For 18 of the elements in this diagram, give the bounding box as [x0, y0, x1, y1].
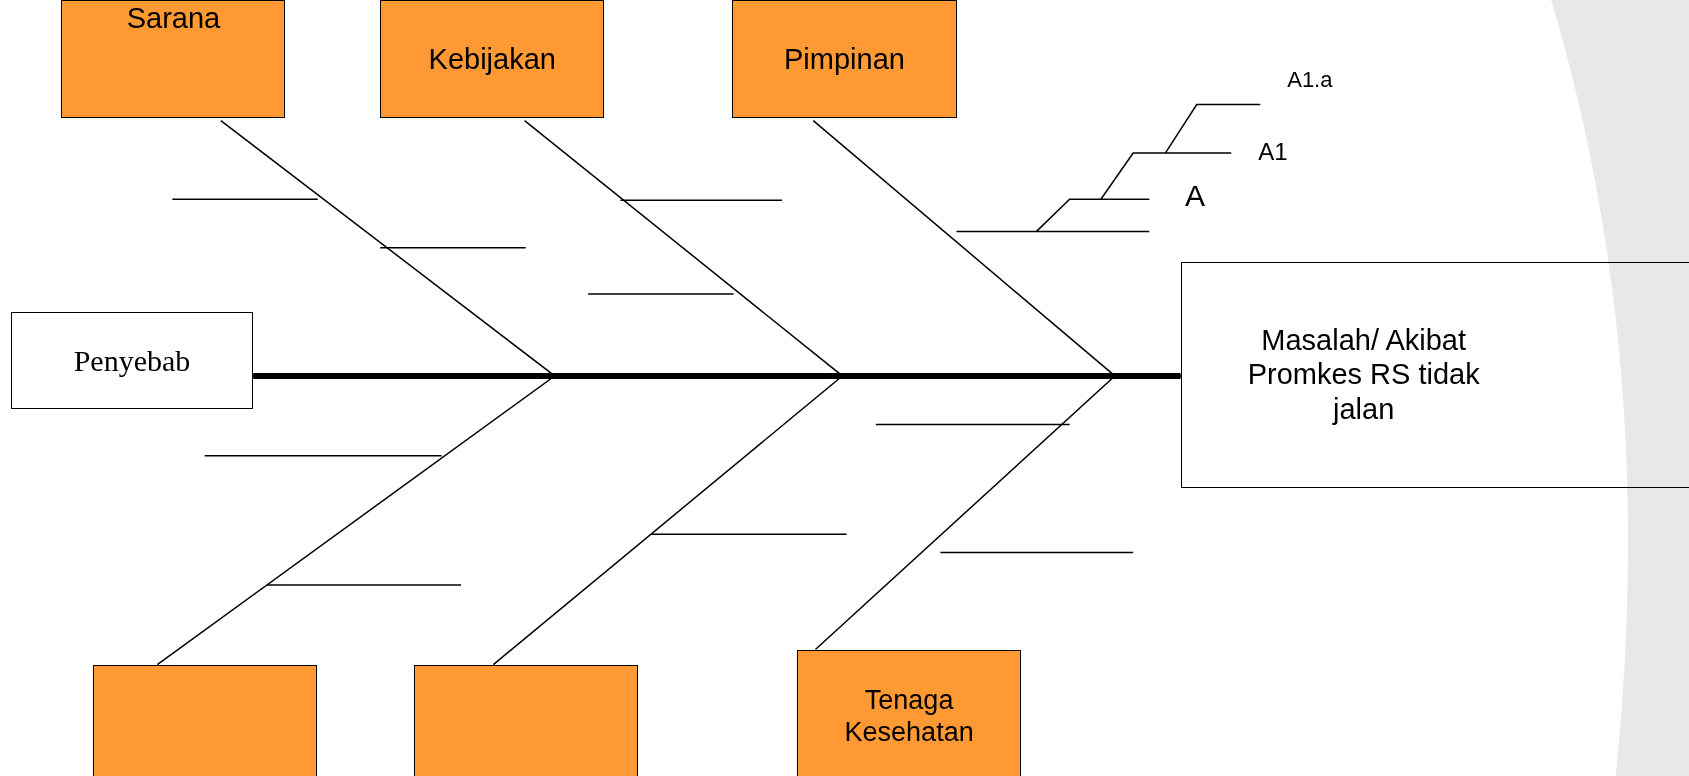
sub-cause-label: A1 [1258, 137, 1288, 166]
sub-cause-label: A [1184, 178, 1205, 213]
node-text: Kebijakan [428, 41, 556, 77]
node-text: Pimpinan [784, 41, 905, 77]
effect-box [1180, 261, 1689, 488]
category-box [732, 0, 957, 119]
cause-label-box [10, 312, 254, 410]
node-text: Penyebab [73, 342, 191, 379]
node-text: Sarana [126, 1, 221, 36]
node-text: Masalah/ Akibat Promkes RS tidak jalan [1246, 322, 1481, 428]
category-box [380, 0, 605, 119]
node-text: Tenaga Kesehatan [843, 683, 975, 749]
empty-category-box [92, 664, 317, 776]
category-box [61, 0, 286, 119]
empty-category-box [413, 664, 638, 776]
sub-cause-label: A1.a [1287, 66, 1333, 93]
category-box [797, 649, 1022, 776]
spine-line [253, 372, 1181, 379]
